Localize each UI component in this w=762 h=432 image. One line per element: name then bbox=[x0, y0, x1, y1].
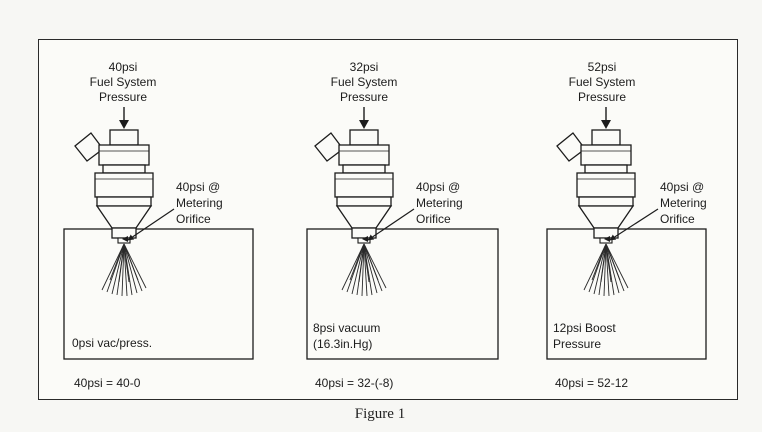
fuel-injector bbox=[74, 106, 154, 297]
intake-manifold-box bbox=[63, 228, 254, 360]
pressure-equation: 40psi = 32-(-8) bbox=[315, 376, 394, 390]
manifold-condition: Pressure bbox=[553, 337, 602, 351]
injector-panel-3 bbox=[546, 106, 707, 360]
supply-label: Fuel System bbox=[330, 75, 398, 89]
supply-pressure-value: 40psi bbox=[108, 60, 138, 74]
orifice-pressure-value: 40psi @ bbox=[176, 180, 221, 194]
injector-panel-1 bbox=[63, 106, 254, 360]
pressure-equation: 40psi = 40-0 bbox=[74, 376, 141, 390]
supply-label: Fuel System bbox=[89, 75, 157, 89]
intake-manifold-box bbox=[306, 228, 499, 360]
orifice-label: Metering bbox=[660, 196, 707, 210]
figure-caption: Figure 1 bbox=[354, 406, 406, 422]
supply-pressure-value: 32psi bbox=[349, 60, 379, 74]
orifice-pointer bbox=[367, 208, 415, 241]
fuel-injector bbox=[314, 106, 394, 297]
manifold-condition: 8psi vacuum bbox=[313, 321, 381, 335]
orifice-label: Orifice bbox=[416, 212, 451, 226]
orifice-pressure-value: 40psi @ bbox=[660, 180, 705, 194]
injector-panel-2 bbox=[306, 106, 499, 360]
orifice-pointer bbox=[127, 208, 175, 241]
manifold-condition: 0psi vac/press. bbox=[72, 336, 153, 350]
supply-label: Fuel System bbox=[568, 75, 636, 89]
orifice-pointer bbox=[609, 208, 659, 241]
orifice-pressure-value: 40psi @ bbox=[416, 180, 461, 194]
supply-pressure-value: 52psi bbox=[587, 60, 617, 74]
manifold-condition: (16.3in.Hg) bbox=[313, 337, 373, 351]
supply-label: Pressure bbox=[339, 90, 389, 104]
fuel-injector bbox=[556, 106, 636, 297]
orifice-label: Orifice bbox=[176, 212, 211, 226]
orifice-label: Orifice bbox=[660, 212, 695, 226]
orifice-label: Metering bbox=[176, 196, 223, 210]
manifold-condition: 12psi Boost bbox=[553, 321, 616, 335]
orifice-label: Metering bbox=[416, 196, 463, 210]
supply-label: Pressure bbox=[98, 90, 148, 104]
pressure-equation: 40psi = 52-12 bbox=[555, 376, 629, 390]
supply-label: Pressure bbox=[577, 90, 627, 104]
